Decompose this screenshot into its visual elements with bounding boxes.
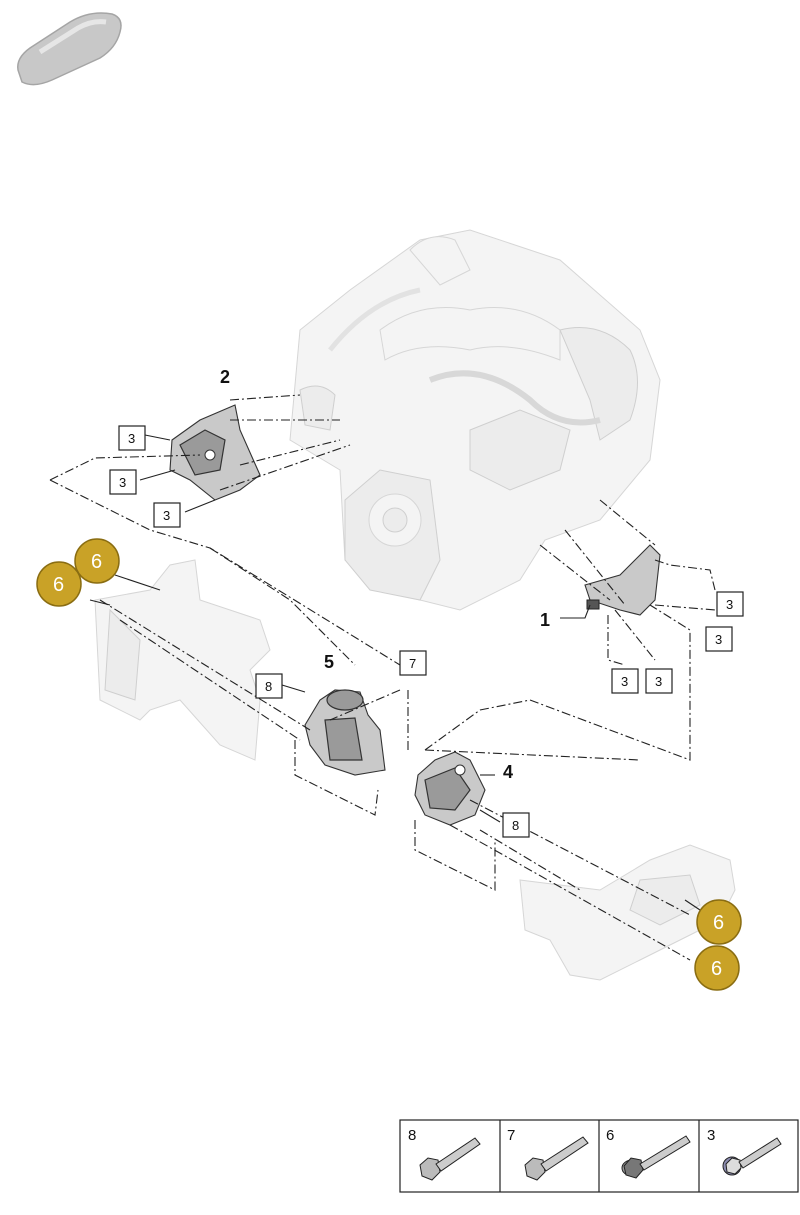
svg-text:7: 7: [507, 1127, 515, 1144]
callout-box-8[interactable]: 8: [255, 673, 283, 699]
leader-lines: [89, 434, 701, 911]
legend-cell-8[interactable]: 8: [408, 1127, 481, 1181]
engine-bracket-part-2[interactable]: [169, 404, 261, 501]
svg-text:6: 6: [606, 1127, 614, 1144]
engine-mount-part-4[interactable]: [414, 751, 486, 826]
legend-cell-7[interactable]: 7: [507, 1127, 589, 1181]
part-label-2: 2: [220, 367, 230, 387]
callout-box-3[interactable]: 3: [716, 591, 744, 617]
callout-box-3[interactable]: 3: [705, 626, 733, 652]
flange-bolt-icon: [621, 1135, 691, 1179]
callout-box-3[interactable]: 3: [153, 502, 181, 528]
gold-callout-6[interactable]: 6: [696, 899, 742, 945]
legend-cell-3[interactable]: 3: [707, 1127, 782, 1176]
assembly-lines: [49, 394, 716, 961]
svg-text:3: 3: [707, 1127, 715, 1144]
part-label-1: 1: [540, 610, 550, 630]
svg-text:3: 3: [163, 508, 170, 523]
svg-text:3: 3: [119, 475, 126, 490]
engine-mount-part-5[interactable]: [304, 689, 386, 776]
gold-callout-6[interactable]: 6: [36, 561, 82, 607]
legend-cell-6[interactable]: 6: [606, 1127, 691, 1179]
svg-text:3: 3: [621, 674, 628, 689]
svg-text:3: 3: [128, 431, 135, 446]
svg-text:6: 6: [53, 574, 64, 596]
bolt-icon: [524, 1136, 589, 1181]
callout-box-3[interactable]: 3: [109, 469, 137, 495]
svg-text:3: 3: [726, 597, 733, 612]
svg-text:6: 6: [711, 958, 722, 980]
svg-text:8: 8: [408, 1127, 416, 1144]
svg-text:8: 8: [265, 679, 272, 694]
callout-box-7[interactable]: 7: [399, 650, 427, 676]
svg-text:7: 7: [409, 656, 416, 671]
svg-text:6: 6: [91, 551, 102, 573]
callout-box-8[interactable]: 8: [502, 812, 530, 838]
svg-text:6: 6: [713, 912, 724, 934]
svg-text:8: 8: [512, 818, 519, 833]
svg-text:3: 3: [715, 632, 722, 647]
bolt-with-washer-icon: [722, 1137, 782, 1176]
part-label-4: 4: [503, 762, 513, 782]
bolt-icon: [419, 1137, 481, 1181]
callout-box-3[interactable]: 3: [645, 668, 673, 694]
car-thumbnail-icon[interactable]: [17, 12, 122, 86]
gold-callout-6[interactable]: 6: [74, 538, 120, 584]
fastener-legend-table: 8 7 6 3: [399, 1119, 799, 1193]
svg-text:3: 3: [655, 674, 662, 689]
left-subframe-ghost: [94, 559, 271, 761]
engine-ghost-illustration: [289, 229, 661, 611]
callout-box-3[interactable]: 3: [611, 668, 639, 694]
part-label-5: 5: [324, 652, 334, 672]
callout-box-3[interactable]: 3: [118, 425, 146, 451]
engine-bracket-part-1[interactable]: [584, 544, 661, 616]
gold-callout-6[interactable]: 6: [694, 945, 740, 991]
